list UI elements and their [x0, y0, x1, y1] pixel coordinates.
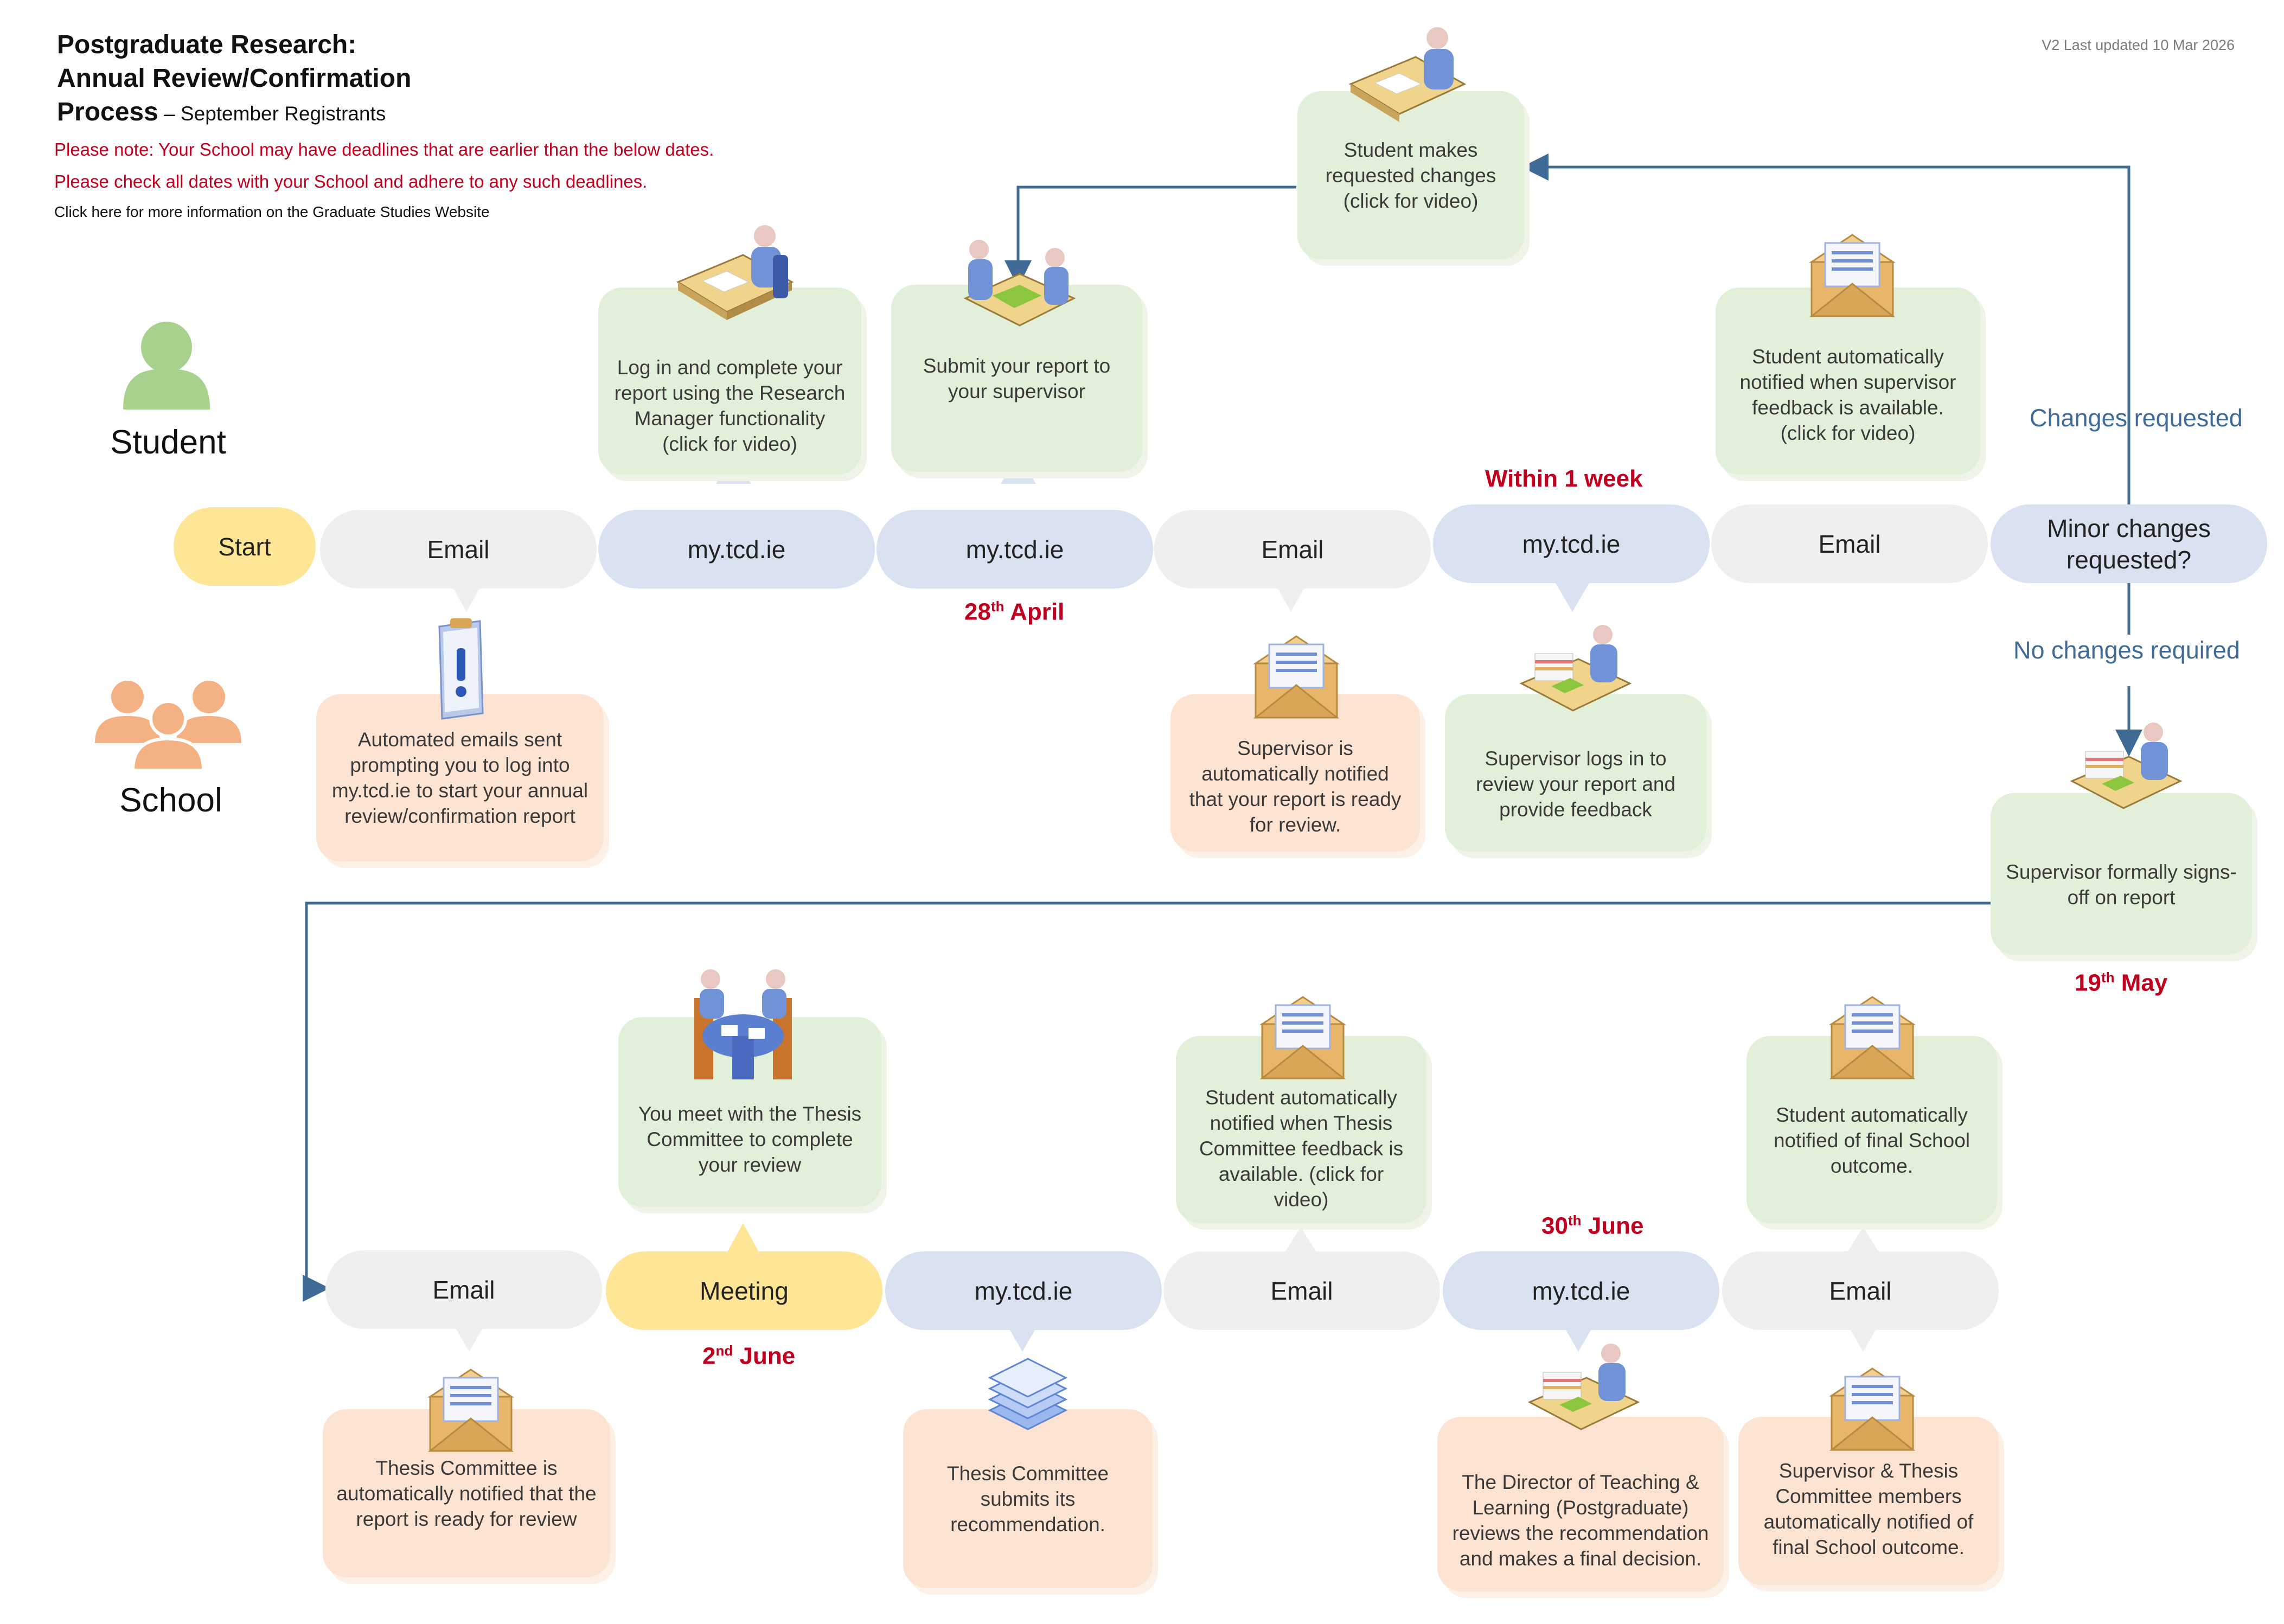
date-28-april: 28th April — [964, 598, 1065, 625]
title-line-2: Annual Review/Confirmation — [57, 64, 412, 93]
envelope-icon-r2-school-final — [1829, 1367, 1916, 1451]
school-automated-emails-box: Automated emails sent prompting you to l… — [316, 694, 604, 861]
r2-mytcd-pill-2[interactable]: my.tcd.ie — [1443, 1251, 1719, 1330]
version-label: V2 Last updated 10 Mar 2026 — [2042, 37, 2235, 53]
mytcd-pill-3[interactable]: my.tcd.ie — [1433, 504, 1710, 583]
r2-meeting-pill[interactable]: Meeting — [606, 1251, 882, 1330]
school-signoff-box: Supervisor formally signs-off on report — [1991, 793, 2252, 955]
student-notified-box[interactable]: Student automatically notified when supe… — [1716, 287, 1980, 475]
mytcd-pill-2[interactable]: my.tcd.ie — [877, 510, 1153, 589]
person-at-desk-icon — [676, 225, 794, 320]
tail-r2-meeting — [727, 1223, 759, 1253]
r2-director-box: The Director of Teaching & Learning (Pos… — [1437, 1417, 1724, 1591]
graduate-studies-link[interactable]: Click here for more information on the G… — [54, 203, 490, 220]
r2-student-meet-box: You meet with the Thesis Committee to co… — [618, 1017, 881, 1207]
two-people-meeting-icon — [963, 240, 1076, 327]
envelope-icon-r2-committee — [427, 1369, 514, 1452]
r2-email-pill-2[interactable]: Email — [1163, 1251, 1440, 1330]
tail-email2 — [1275, 583, 1307, 612]
r2-email-pill-1[interactable]: Email — [325, 1250, 602, 1329]
envelope-icon-r1-student — [1809, 234, 1896, 317]
school-group-icon — [95, 681, 241, 770]
date-30-june: 30th June — [1541, 1212, 1644, 1239]
check-dates-note: Please check all dates with your School … — [54, 171, 648, 191]
r2-committee-submits-box: Thesis Committee submits its recommendat… — [903, 1409, 1153, 1588]
date-2-june: 2nd June — [702, 1342, 796, 1370]
paper-stack-desk-icon-signoff — [2070, 723, 2183, 809]
tail-r2-email3-down — [1847, 1324, 1879, 1352]
email-pill-3[interactable]: Email — [1711, 504, 1988, 583]
lane-label-school: School — [119, 782, 222, 819]
student-changes-box[interactable]: Student makes requested changes (click f… — [1297, 91, 1524, 259]
email-pill-2[interactable]: Email — [1154, 510, 1431, 589]
changes-back-arrow — [1005, 186, 1296, 287]
committee-table-icon — [694, 969, 792, 1079]
date-19-may: 19th May — [2075, 969, 2168, 996]
tail-r2-email3-up — [1847, 1227, 1879, 1253]
envelope-icon-r2-student — [1259, 996, 1346, 1079]
lane-label-student: Student — [110, 424, 226, 461]
student-person-icon — [123, 322, 210, 410]
date-within-week: Within 1 week — [1485, 465, 1643, 492]
r2-mytcd-pill-1[interactable]: my.tcd.ie — [885, 1251, 1162, 1330]
r2-email-pill-3[interactable]: Email — [1722, 1251, 1999, 1330]
alert-clipboard-icon — [438, 618, 484, 720]
school-supervisor-notified-box: Supervisor is automatically notified tha… — [1170, 694, 1420, 852]
document-stack-icon — [988, 1358, 1068, 1430]
title-line-3: Process – September Registrants — [57, 98, 386, 126]
paper-stack-desk-icon-director — [1527, 1344, 1640, 1430]
tail-email1 — [450, 583, 483, 612]
envelope-icon-r2-final — [1829, 996, 1916, 1079]
minor-changes-decision[interactable]: Minor changes requested? — [1991, 504, 2267, 583]
envelope-icon-r1-school — [1253, 635, 1340, 719]
row-wrap-arrow — [303, 901, 1996, 1302]
tail-r2-email2 — [1284, 1227, 1317, 1253]
school-supervisor-logs-box: Supervisor logs in to review your report… — [1445, 694, 1706, 852]
mytcd-pill-1[interactable]: my.tcd.ie — [598, 510, 875, 589]
r2-final-notified-box: Supervisor & Thesis Committee members au… — [1738, 1417, 1999, 1585]
page-title: Postgraduate Research: Annual Review/Con… — [57, 28, 545, 131]
paper-stack-desk-icon-r1 — [1519, 625, 1632, 712]
tail-portal3 — [1556, 583, 1589, 612]
changes-requested-arrow — [1521, 154, 2131, 507]
no-changes-label: No changes required — [2013, 636, 2240, 664]
start-pill[interactable]: Start — [174, 507, 316, 586]
tail-r2-email1 — [453, 1324, 485, 1352]
changes-requested-label: Changes requested — [2030, 404, 2243, 432]
person-at-desk-icon-changes — [1348, 27, 1467, 122]
tail-r2-portal1 — [1006, 1324, 1039, 1352]
email-pill-1[interactable]: Email — [320, 510, 597, 589]
student-login-box[interactable]: Log in and complete your report using th… — [598, 287, 861, 475]
deadline-note: Please note: Your School may have deadli… — [54, 139, 714, 159]
tail-r2-portal2 — [1562, 1324, 1595, 1352]
title-line-1: Postgraduate Research: — [57, 30, 357, 59]
